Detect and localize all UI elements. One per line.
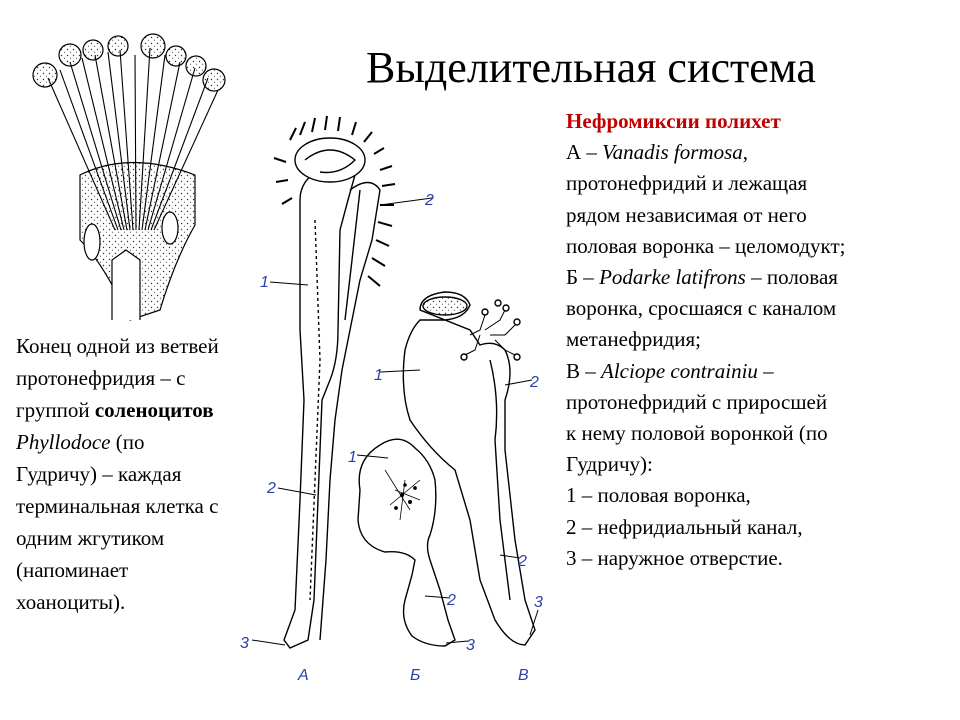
label-a-2: 2 xyxy=(424,192,434,209)
figure-caption: Нефромиксии полихет А – Vanadis formosa,… xyxy=(566,106,954,574)
label-c-2b: 2 xyxy=(517,553,527,570)
label-a-1: 1 xyxy=(260,274,269,291)
figure-b-metanephridium xyxy=(357,438,456,647)
caption-line: протонефридий с приросшей xyxy=(566,389,828,414)
solenocyte-cluster-drawing xyxy=(32,33,226,321)
caption-line: хоаноциты). xyxy=(16,590,126,614)
figure-c-protonephridium xyxy=(402,291,536,646)
caption-line: протонефридий и лежащая xyxy=(566,171,808,196)
label-a-2b: 2 xyxy=(266,480,276,497)
label-c-3: 3 xyxy=(534,594,543,611)
caption-line: Б – Podarke latifrons – половая xyxy=(566,265,838,290)
caption-line: Phyllodoce (по xyxy=(16,430,145,454)
solenocyte-caption: Конец одной из ветвей протонефридия – с … xyxy=(16,330,281,618)
caption-line: к нему половой воронкой (по xyxy=(566,421,828,446)
label-b-2: 2 xyxy=(446,592,456,609)
caption-line: Конец одной из ветвей xyxy=(16,334,219,358)
caption-line: Гудричу) – каждая xyxy=(16,462,182,486)
caption-line: 2 – нефридиальный канал, xyxy=(566,514,803,539)
label-figure-a: А xyxy=(297,667,309,684)
figure-a-protonephridium xyxy=(273,115,396,649)
slide-title: Выделительная система xyxy=(366,43,816,92)
label-b-3: 3 xyxy=(466,637,475,654)
caption-line: Гудричу): xyxy=(566,452,653,477)
caption-heading: Нефромиксии полихет xyxy=(566,109,781,133)
caption-line: воронка, сросшаяся с каналом xyxy=(566,296,837,321)
caption-line: половая воронка – целомодукт; xyxy=(566,233,846,258)
label-c-2: 2 xyxy=(529,374,539,391)
caption-line: В – Alciope contrainiu – xyxy=(566,358,774,383)
caption-line: (напоминает xyxy=(16,558,129,582)
label-figure-b: Б xyxy=(410,667,420,684)
label-b-1: 1 xyxy=(348,449,357,466)
caption-line: протонефридия – с xyxy=(16,366,186,390)
caption-line: терминальная клетка с xyxy=(16,494,219,518)
label-figure-c: В xyxy=(518,667,529,684)
label-a-3: 3 xyxy=(240,635,249,652)
caption-line: 1 – половая воронка, xyxy=(566,483,751,508)
caption-line: группой соленоцитов xyxy=(16,398,214,422)
caption-line: 3 – наружное отверстие. xyxy=(566,545,783,570)
caption-line: одним жгутиком xyxy=(16,526,165,550)
caption-line: рядом независимая от него xyxy=(566,202,807,227)
caption-line: А – Vanadis formosa, xyxy=(566,140,749,165)
label-c-1: 1 xyxy=(374,367,383,384)
caption-line: метанефридия; xyxy=(566,327,701,352)
